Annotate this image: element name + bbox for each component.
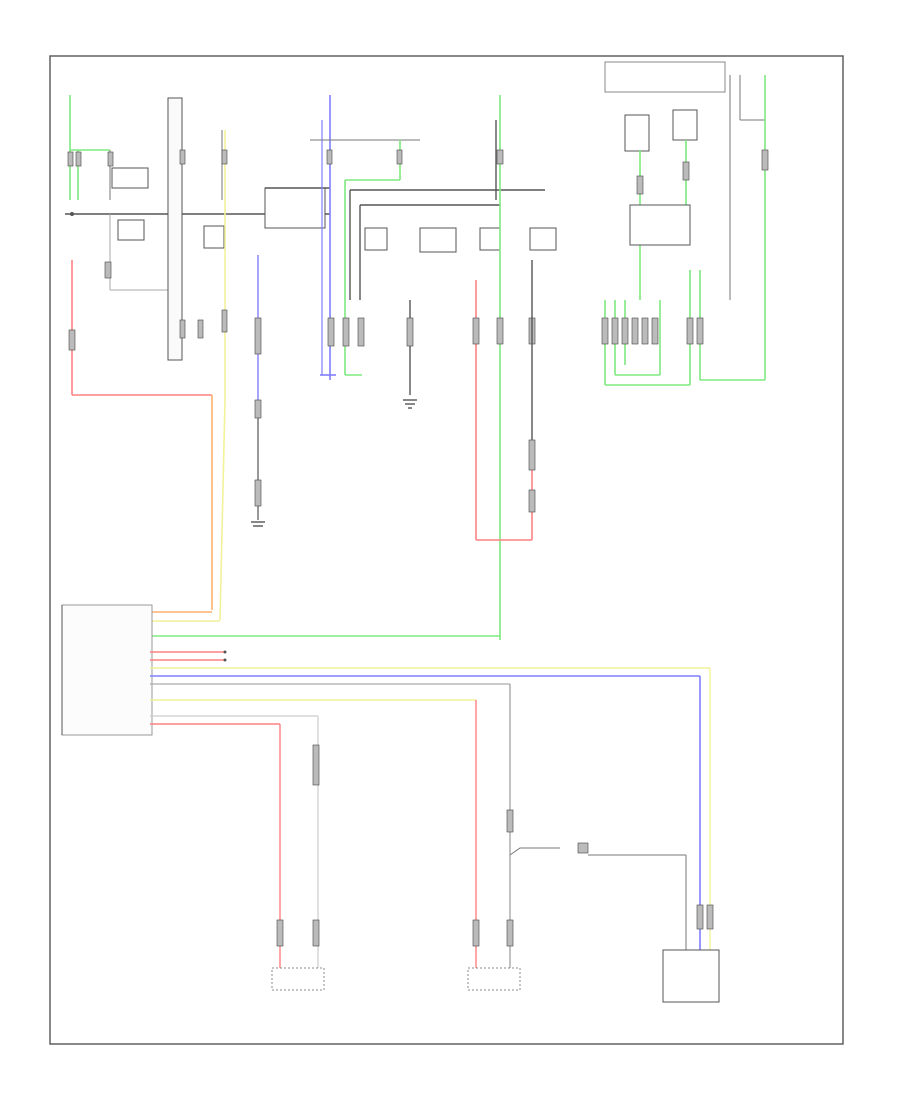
lower-wire-runs (150, 650, 714, 980)
middle-wire-runs (68, 255, 500, 637)
top-right-section (601, 61, 769, 386)
control-module (61, 604, 153, 736)
top-left-fuse-section (65, 95, 330, 400)
top-middle-section (310, 95, 557, 640)
diagram-border (49, 55, 844, 1045)
bottom-components (271, 949, 720, 1003)
